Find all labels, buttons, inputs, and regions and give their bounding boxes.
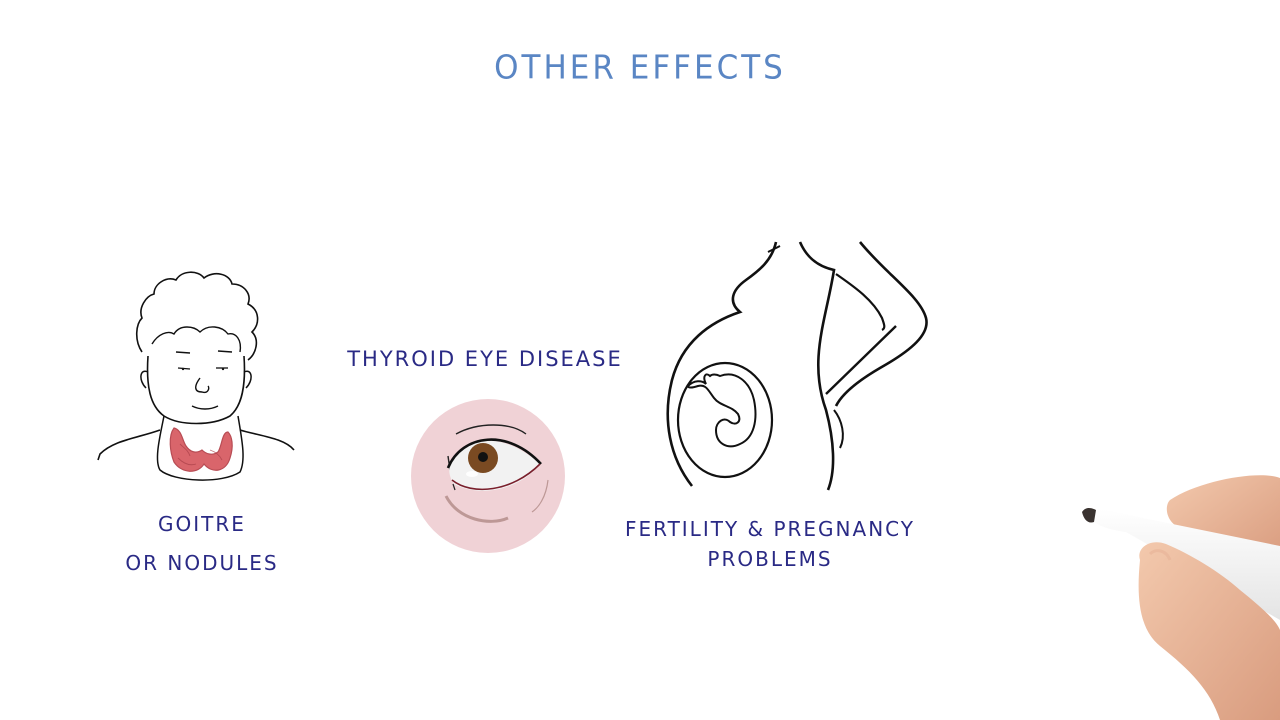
fertility-label-line-1: FERTILITY & PREGNANCY — [624, 517, 915, 541]
pregnant-woman-icon — [666, 241, 928, 491]
eye-label-line-1: THYROID EYE DISEASE — [347, 347, 623, 371]
hand-holding-marker-icon — [1082, 475, 1280, 720]
goitre-label-line-1: GOITRE — [158, 512, 246, 536]
thyroid-eye-disease-label: THYROID EYE DISEASE — [330, 340, 640, 378]
fertility-label-line-2: PROBLEMS — [707, 547, 833, 571]
goitre-label-line-2: OR NODULES — [125, 551, 279, 575]
bulging-eye-icon — [411, 399, 565, 553]
fertility-pregnancy-label: FERTILITY & PREGNANCY PROBLEMS — [590, 514, 950, 574]
slide-title: OTHER EFFECTS — [494, 49, 786, 87]
goitre-person-icon — [97, 271, 295, 481]
goitre-label: GOITRE OR NODULES — [92, 505, 312, 583]
